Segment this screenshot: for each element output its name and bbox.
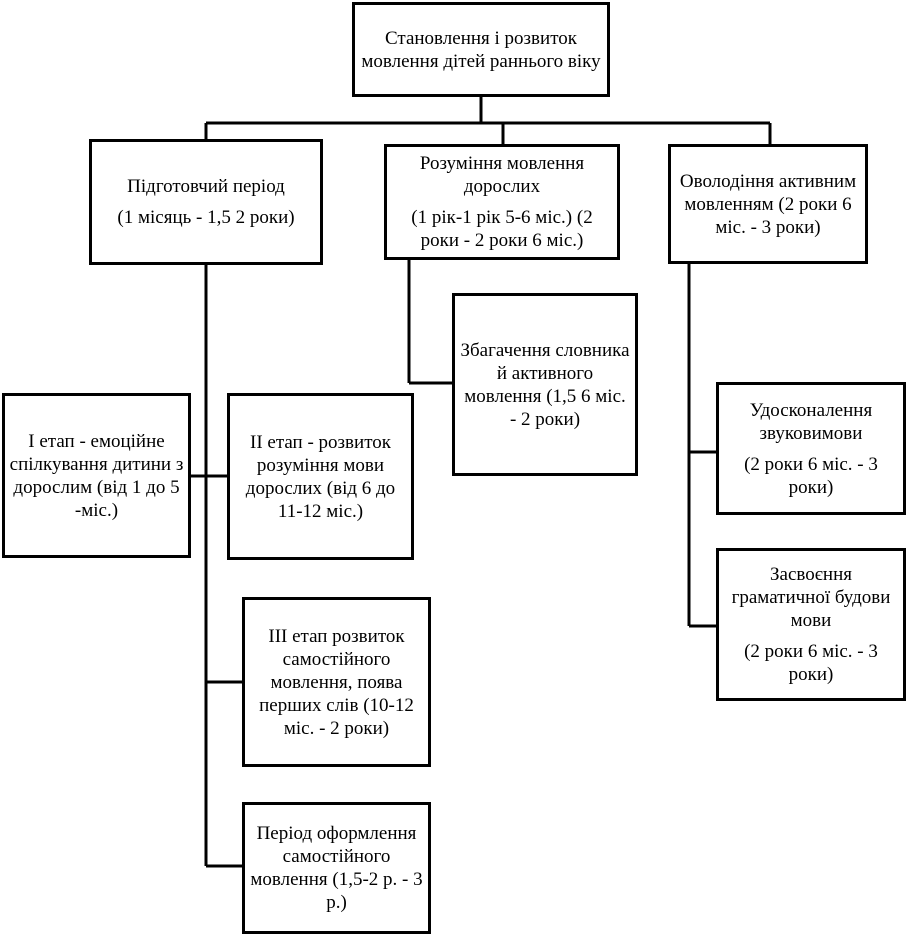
enrichment-title: Збагачення словника й активного мовлення… <box>460 339 630 430</box>
pronunciation-title: Удосконалення звуковимови <box>749 399 873 444</box>
grammar-box: Засвоєння граматичної будови мови (2 рок… <box>716 548 906 701</box>
stage3-title: ІІІ етап розвиток самостійного мовлення,… <box>259 625 414 739</box>
preparatory-period-box: Підготовчий період (1 місяць - 1,5 2 рок… <box>89 139 323 265</box>
root-title: Становлення і розвиток мовлення дітей ра… <box>361 27 601 72</box>
stage1-box: І етап - емоційне спілкування дитини з д… <box>2 393 191 558</box>
root-box: Становлення і розвиток мовлення дітей ра… <box>352 2 610 97</box>
stage1-title: І етап - емоційне спілкування дитини з д… <box>9 430 184 521</box>
understanding-box: Розуміння мовлення дорослих (1 рік-1 рік… <box>384 144 620 260</box>
formation-period-box: Період оформлення самостійного мовлення … <box>242 802 431 934</box>
stage2-title: ІІ етап - розвиток розуміння мови доросл… <box>245 431 396 522</box>
formation-title: Період оформлення самостійного мовлення … <box>250 823 423 913</box>
preparatory-period: (1 місяць - 1,5 2 роки) <box>117 207 295 228</box>
understanding-period: (1 рік-1 рік 5-6 міс.) (2 роки - 2 роки … <box>411 207 593 251</box>
stage2-box: ІІ етап - розвиток розуміння мови доросл… <box>227 393 414 560</box>
grammar-title: Засвоєння граматичної будови мови <box>731 564 891 631</box>
understanding-title: Розуміння мовлення дорослих <box>419 153 585 197</box>
preparatory-title: Підготовчий період <box>127 176 285 197</box>
grammar-period: (2 роки 6 міс. - 3 роки) <box>744 641 878 685</box>
active-title: Оволодіння активним мовленням (2 роки 6 … <box>679 170 857 238</box>
stage3-box: ІІІ етап розвиток самостійного мовлення,… <box>242 597 431 767</box>
pronunciation-period: (2 роки 6 міс. - 3 роки) <box>744 453 878 498</box>
pronunciation-box: Удосконалення звуковимови (2 роки 6 міс.… <box>716 382 906 515</box>
enrichment-box: Збагачення словника й активного мовлення… <box>452 293 638 476</box>
active-speech-box: Оволодіння активним мовленням (2 роки 6 … <box>668 144 868 264</box>
